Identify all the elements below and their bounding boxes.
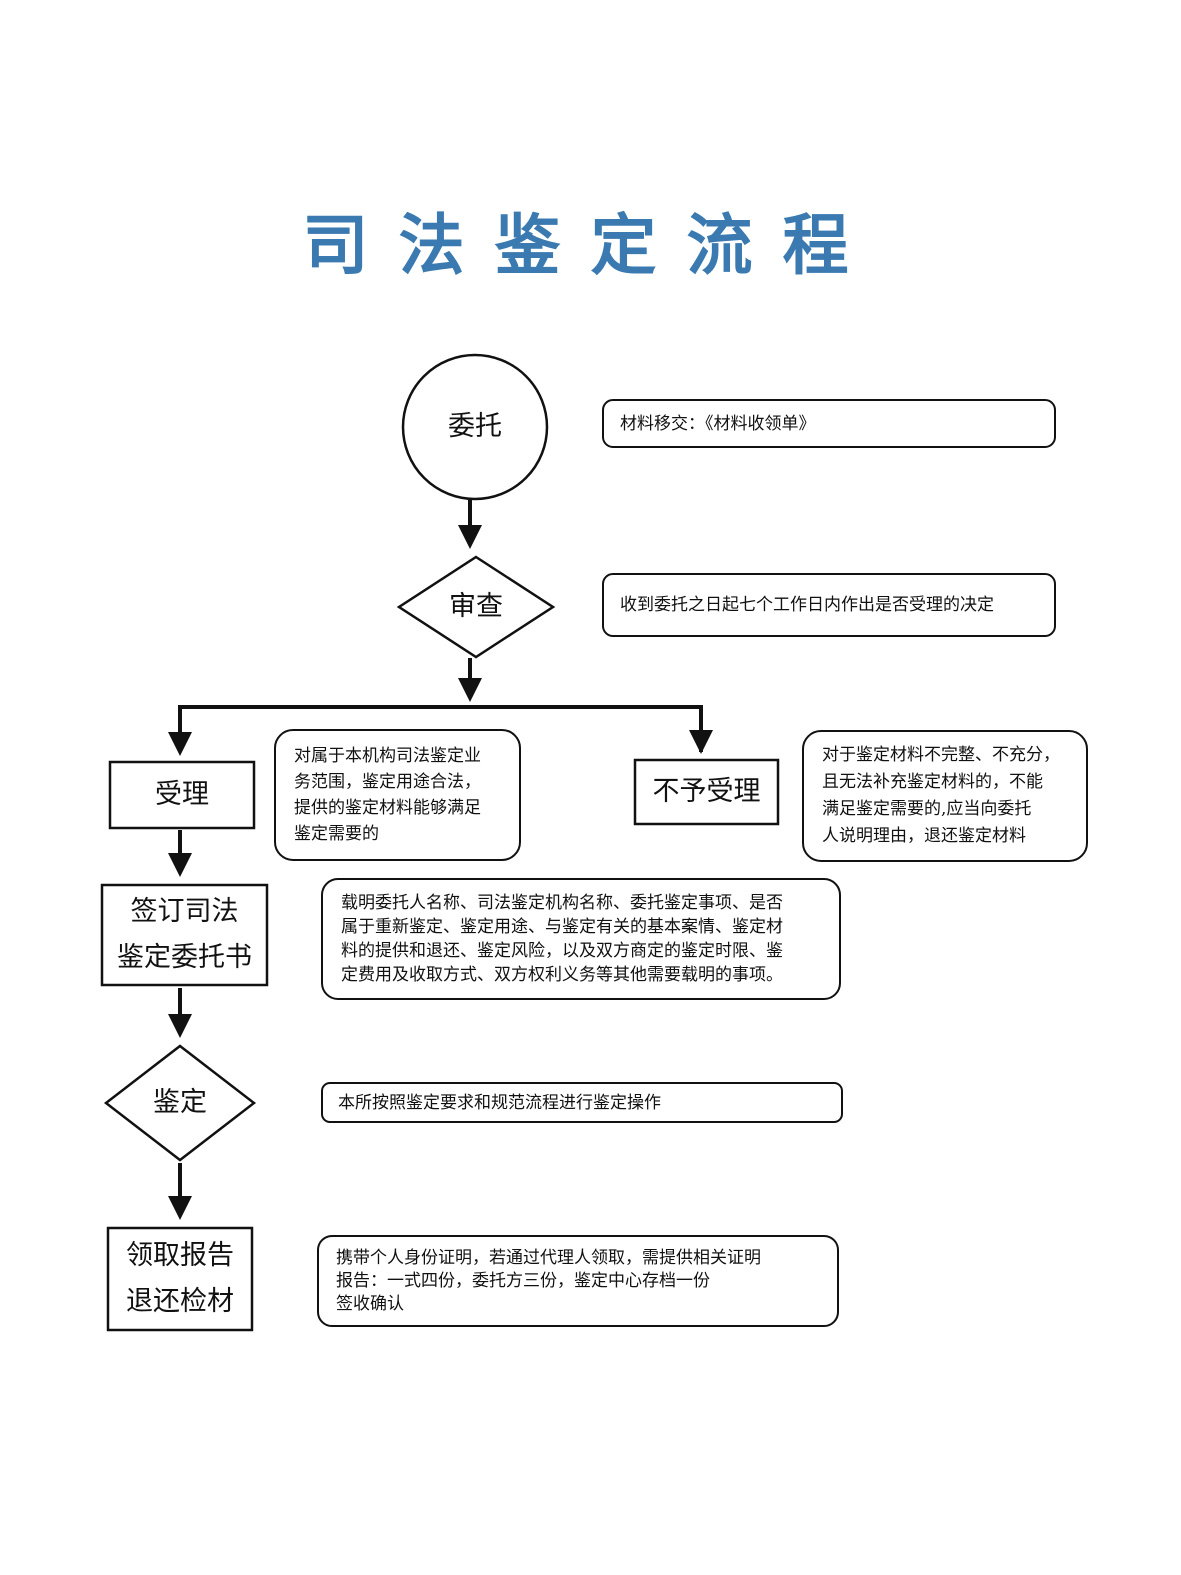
reject-node-shape (633, 758, 780, 826)
report-node-label: 领取报告 退还检材 (126, 1240, 234, 1317)
accept-node-label: 受理 (155, 779, 209, 810)
sign-note-box (321, 878, 841, 1000)
appraise-note-box (321, 1082, 843, 1123)
report-note-box (317, 1235, 839, 1327)
accept-node-shape (108, 760, 256, 830)
review-note: 收到委托之日起七个工作日内作出是否受理的决定 (620, 574, 1048, 636)
page-title: 司法鉴定流程 (302, 206, 879, 284)
sign-note-text: 载明委托人名称、司法鉴定机构名称、委托鉴定事项、是否 属于重新鉴定、鉴定用途、与… (341, 893, 783, 985)
reject-note-box (802, 730, 1088, 862)
appraise-node-label: 鉴定 (153, 1087, 207, 1118)
sign-node-label: 签订司法 鉴定委托书 (117, 896, 252, 973)
entrust-note: 材料移交：《材料收领单》 (620, 400, 1048, 447)
report-node-shape (106, 1226, 254, 1332)
branch-line (178, 705, 703, 752)
report-note-text: 携带个人身份证明，若通过代理人领取，需提供相关证明 报告：一式四份，委托方三份，… (336, 1247, 761, 1314)
reject-node-label: 不予受理 (652, 776, 761, 807)
review-note-text: 收到委托之日起七个工作日内作出是否受理的决定 (620, 595, 994, 615)
accept-note-box (274, 729, 521, 861)
report-note: 携带个人身份证明，若通过代理人领取，需提供相关证明 报告：一式四份，委托方三份，… (336, 1236, 834, 1326)
accept-note: 对属于本机构司法鉴定业 务范围，鉴定用途合法， 提供的鉴定材料能够满足 鉴定需要… (294, 730, 516, 860)
entrust-note-box (602, 399, 1056, 448)
reject-note-text: 对于鉴定材料不完整、不充分， 且无法补充鉴定材料的，不能 满足鉴定需要的,应当向… (822, 745, 1060, 846)
appraise-node-shape (103, 1044, 257, 1162)
entrust-node-label: 委托 (448, 411, 502, 442)
entrust-node-shape (401, 353, 549, 501)
reject-note: 对于鉴定材料不完整、不充分， 且无法补充鉴定材料的，不能 满足鉴定需要的,应当向… (822, 731, 1084, 861)
entrust-note-text: 材料移交：《材料收领单》 (620, 413, 816, 434)
sign-node-shape (100, 883, 269, 987)
appraise-note-text: 本所按照鉴定要求和规范流程进行鉴定操作 (338, 1092, 661, 1113)
appraise-note: 本所按照鉴定要求和规范流程进行鉴定操作 (338, 1083, 838, 1122)
review-node-shape (396, 555, 556, 659)
accept-note-text: 对属于本机构司法鉴定业 务范围，鉴定用途合法， 提供的鉴定材料能够满足 鉴定需要… (294, 746, 481, 844)
review-node-label: 审查 (449, 591, 503, 622)
sign-note: 载明委托人名称、司法鉴定机构名称、委托鉴定事项、是否 属于重新鉴定、鉴定用途、与… (341, 879, 837, 999)
review-note-box (602, 573, 1056, 637)
